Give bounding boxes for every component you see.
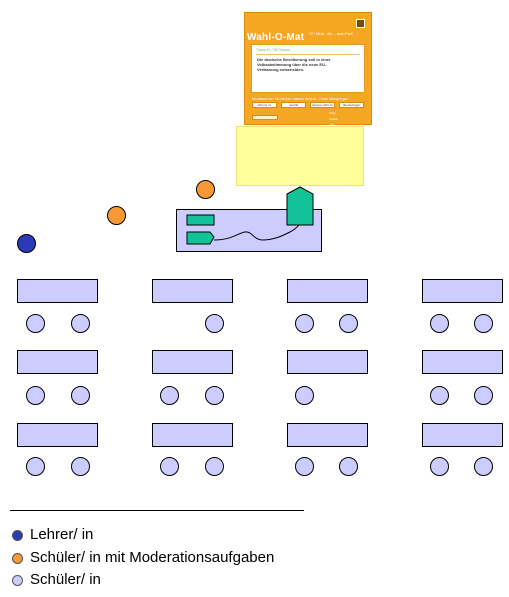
- thesis-label: These 10 / 38 Thesen: [256, 48, 290, 52]
- student-dot: [474, 457, 493, 476]
- legend-moderator: Schüler/ in mit Moderationsaufgaben: [30, 549, 275, 566]
- student-table: [422, 279, 503, 303]
- laptop-base-icon: [186, 231, 215, 245]
- laptop-icon: [186, 214, 215, 226]
- student-table: [152, 350, 233, 374]
- student-dot: [26, 457, 45, 476]
- student-dot: [430, 386, 449, 405]
- moderator-dot: [107, 206, 126, 225]
- wahlomat-title: Wahl-O-Mat: [247, 32, 305, 43]
- moderator-legend-icon: [12, 553, 23, 564]
- teacher-legend-icon: [12, 530, 23, 541]
- student-dot: [160, 386, 179, 405]
- student-table: [287, 279, 368, 303]
- wahlomat-button-disagree: stimme nicht zu: [310, 102, 335, 108]
- student-dot: [430, 457, 449, 476]
- legend-divider: [10, 510, 304, 511]
- student-dot: [71, 457, 90, 476]
- student-dot: [26, 386, 45, 405]
- wahlomat-button-agree: stimme zu: [252, 102, 277, 108]
- student-table: [287, 423, 368, 447]
- wahlomat-option: Hilfe: [329, 123, 336, 127]
- logo-icon: [356, 19, 365, 28]
- projection-screen: [236, 126, 364, 186]
- wahlomat-button-skip: überspringen: [339, 102, 364, 108]
- legend-student: Schüler/ in: [30, 571, 101, 588]
- legend-teacher: Lehrer/ in: [30, 526, 94, 543]
- student-table: [17, 350, 98, 374]
- student-dot: [474, 314, 493, 333]
- wahlomat-hint: Ich stimme zu / bin neutral / stimme nic…: [252, 97, 349, 101]
- student-dot: [295, 386, 314, 405]
- wahlomat-button-neutral: neutral: [281, 102, 306, 108]
- wahlomat-poster: Wahl-O-Mat 10 / 38 ist · die ... auch Pa…: [244, 12, 372, 127]
- student-table: [422, 423, 503, 447]
- thesis-text: Die deutsche Bevölkerung soll in einer V…: [257, 57, 331, 72]
- student-dot: [205, 386, 224, 405]
- student-table: [152, 279, 233, 303]
- student-table: [17, 423, 98, 447]
- wahlomat-thesis-panel: These 10 / 38 Thesen Die deutsche Bevölk…: [251, 44, 365, 93]
- student-dot: [295, 314, 314, 333]
- student-dot: [160, 457, 179, 476]
- student-table: [422, 350, 503, 374]
- wahlomat-subtitle: 10 / 38 ist · die ... auch Parti: [309, 32, 353, 36]
- student-dot: [205, 314, 224, 333]
- cable: [213, 223, 301, 241]
- student-legend-icon: [12, 575, 23, 586]
- wahlomat-option: zurück: [329, 117, 338, 121]
- wahlomat-option: Infos: [329, 111, 336, 115]
- moderator-dot: [196, 180, 215, 199]
- student-dot: [474, 386, 493, 405]
- student-table: [152, 423, 233, 447]
- student-table: [17, 279, 98, 303]
- student-dot: [71, 314, 90, 333]
- student-table: [287, 350, 368, 374]
- divider: [256, 54, 360, 55]
- projector-icon: [286, 186, 314, 226]
- student-dot: [339, 314, 358, 333]
- student-dot: [295, 457, 314, 476]
- desk-equipment: [186, 186, 314, 245]
- teacher-dot: [17, 234, 36, 253]
- student-dot: [339, 457, 358, 476]
- progress-bar: [252, 115, 278, 120]
- student-dot: [205, 457, 224, 476]
- student-dot: [26, 314, 45, 333]
- student-dot: [430, 314, 449, 333]
- student-dot: [71, 386, 90, 405]
